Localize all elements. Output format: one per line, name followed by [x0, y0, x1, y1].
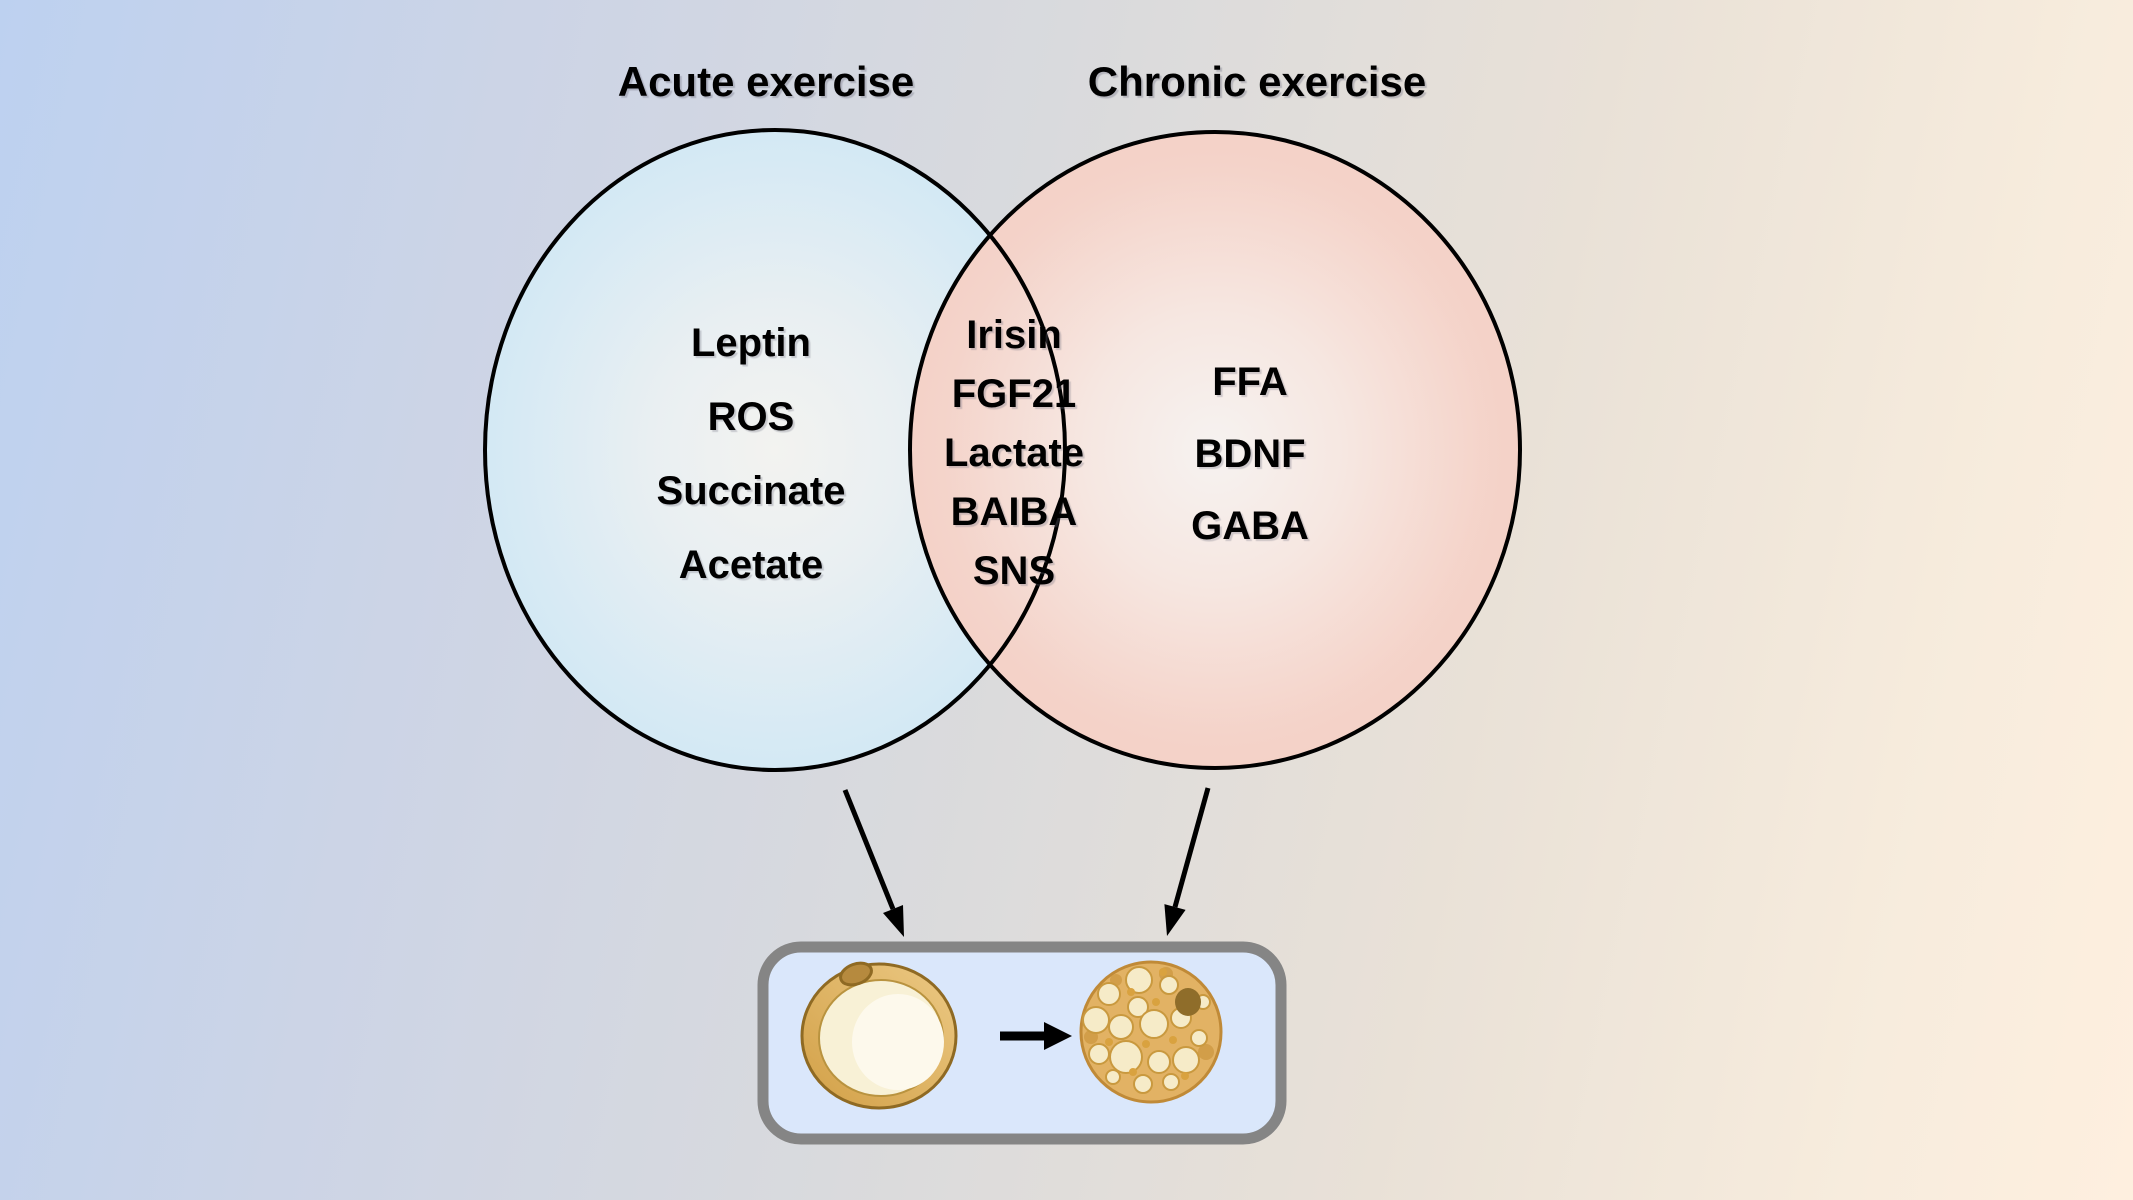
right-arrow-icon [1000, 1022, 1072, 1050]
acute-set-title: Acute exercise [617, 58, 915, 105]
arrow-acute-to-panel-icon [842, 789, 904, 937]
venn-item: Lactate [943, 431, 1085, 475]
venn-item: SNS [972, 549, 1056, 593]
nucleus-icon [1175, 988, 1201, 1016]
chronic-set-title: Chronic exercise [1087, 58, 1427, 105]
acute-set-circle [485, 130, 1065, 770]
venn-item: BDNF [1194, 432, 1306, 476]
venn-item: Succinate [656, 469, 846, 513]
chronic-set-circle [910, 132, 1520, 768]
venn-item: FFA [1212, 360, 1288, 404]
venn-item: Leptin [691, 321, 811, 365]
lipid-droplets [1082, 966, 1214, 1094]
arrow-chronic-to-panel-icon [1164, 787, 1211, 936]
beige-adipocyte-icon [1079, 960, 1223, 1104]
venn-item: FGF21 [951, 372, 1077, 416]
venn-item: Irisin [966, 313, 1062, 357]
acute-set-outline [483, 128, 1067, 772]
white-adipocyte-icon [800, 961, 958, 1110]
nucleus-icon [839, 961, 873, 987]
venn-item: BAIBA [950, 490, 1078, 534]
venn-item: ROS [707, 395, 795, 439]
chronic-set-items: FFA BDNF GABA [1191, 346, 1309, 562]
venn-item: GABA [1191, 504, 1309, 548]
venn-item: Acetate [678, 543, 824, 587]
chronic-set-outline [908, 130, 1522, 770]
